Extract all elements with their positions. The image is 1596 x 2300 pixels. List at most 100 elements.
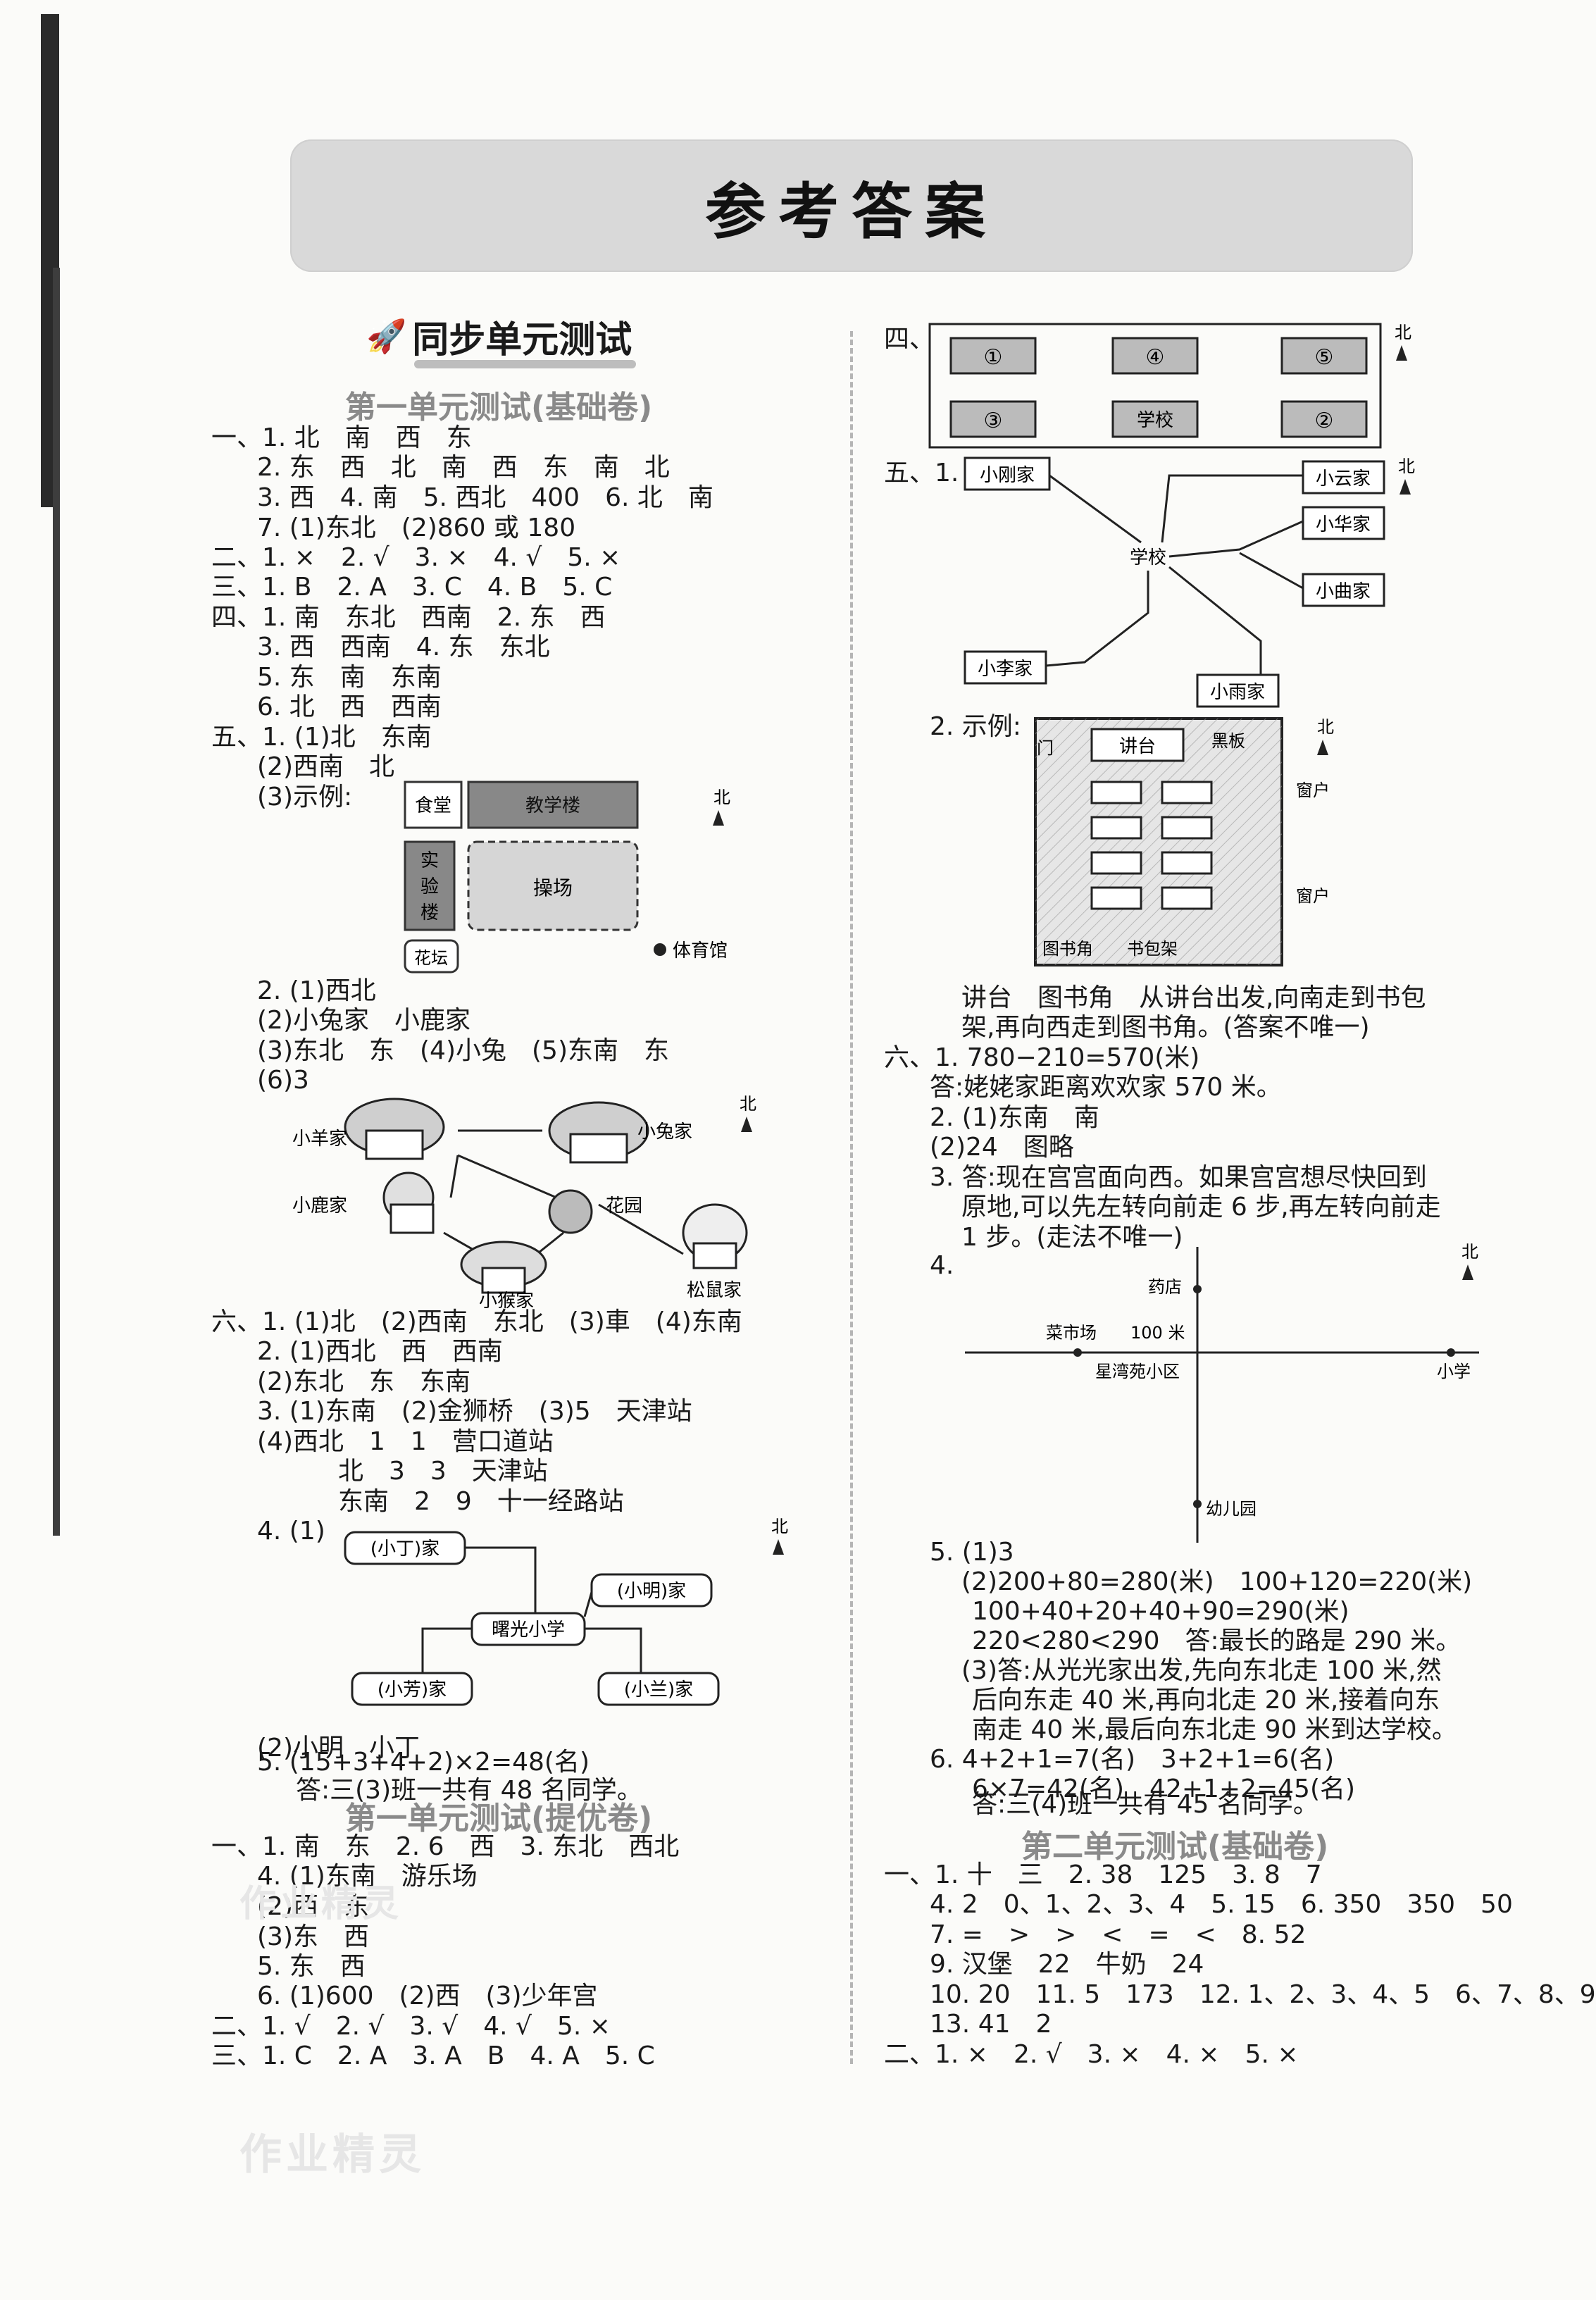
- north-label: 北: [740, 1094, 756, 1114]
- podium-label: 讲台: [1119, 736, 1156, 757]
- goat-home-label: 小羊家: [292, 1129, 347, 1150]
- cell-4: ④: [1146, 345, 1165, 370]
- answer-line: 原地,可以先左转向前走 6 步,再左转向前走: [961, 1193, 1441, 1222]
- answer-line: 讲台 图书角 从讲台出发,向南走到书包: [961, 983, 1426, 1012]
- lan-home-label: (小兰)家: [624, 1679, 693, 1701]
- pharmacy-label: 药店: [1148, 1277, 1182, 1297]
- answer-line: 4. (1)东南 游乐场: [257, 1862, 478, 1891]
- answer-line: (2)西南 北: [257, 752, 394, 781]
- window-label-1: 窗户: [1296, 781, 1330, 800]
- answer-line: 一、1. 北 南 西 东: [211, 423, 472, 452]
- north-arrow-icon: [713, 810, 724, 826]
- xiaohua-home-label: 小华家: [1316, 514, 1371, 535]
- school-label: 曙光小学: [492, 1620, 565, 1641]
- xiaogang-home-label: 小刚家: [980, 465, 1035, 486]
- squirrel-home-label: 松鼠家: [687, 1280, 742, 1301]
- houses-map: 小羊家 小兔家 小鹿家 花园 小猴家 松鼠家 北: [292, 1094, 756, 1312]
- answer-line: 答:三(4)班一共有 45 名同学。: [972, 1790, 1318, 1819]
- north-arrow-icon: [1396, 345, 1407, 361]
- answer-line: 一、1. 十 三 2. 38 125 3. 8 7: [884, 1860, 1322, 1889]
- answer-line: 5. 东 南 东南: [257, 663, 442, 692]
- lab-label-3: 楼: [420, 902, 439, 924]
- answer-line: 六、1. 780−210=570(米): [884, 1043, 1200, 1072]
- cell-school: 学校: [1137, 410, 1173, 431]
- north-arrow-icon: [1317, 740, 1328, 755]
- cell-1: ①: [984, 345, 1003, 370]
- answer-line: (2)东北 东 东南: [257, 1367, 470, 1396]
- answer-line: 1 步。(走法不唯一): [961, 1223, 1183, 1252]
- ming-home-label: (小明)家: [617, 1581, 686, 1602]
- answer-line: 5. (1)3: [930, 1538, 1014, 1567]
- subtitle-unit1-advanced: 第一单元测试(提优卷): [345, 1801, 653, 1836]
- lab-label-1: 实: [420, 850, 439, 871]
- answer-line: (2)西 东: [257, 1892, 369, 1921]
- bag-shelf-label: 书包架: [1127, 939, 1178, 959]
- classroom-map: 门 讲台 黑板 窗户 窗户 图书角 书包架 北: [1034, 717, 1334, 966]
- answer-line: 2. 示例:: [930, 712, 1021, 741]
- answer-line: 4. 2 0、1、2、3、4 5. 15 6. 350 350 50: [930, 1890, 1513, 1919]
- answer-line: 3. 西 4. 南 5. 西北 400 6. 北 南: [257, 483, 713, 512]
- answer-line: 东南 2 9 十一经路站: [338, 1487, 624, 1516]
- answer-line: 5. (15+3+4+2)×2=48(名): [257, 1748, 590, 1777]
- answer-line: 三、1. B 2. A 3. C 4. B 5. C: [211, 573, 613, 602]
- answer-line: (3)示例:: [257, 783, 353, 812]
- rocket-icon: 🚀: [366, 317, 407, 355]
- xiaoli-home-label: 小李家: [978, 659, 1033, 680]
- subtitle-unit2-basic: 第二单元测试(基础卷): [1021, 1829, 1329, 1865]
- garden-label: 花园: [606, 1195, 642, 1217]
- fang-home-label: (小芳)家: [378, 1679, 447, 1701]
- scan-edge: [53, 268, 60, 1536]
- answer-line: 北 3 3 天津站: [338, 1457, 548, 1486]
- answer-line: 220<280<290 答:最长的路是 290 米。: [972, 1627, 1461, 1655]
- school-map: (小丁)家 (小明)家 曙光小学 (小芳)家 (小兰)家 北: [344, 1517, 788, 1706]
- answer-line: 3. 西 西南 4. 东 东北: [257, 633, 550, 661]
- scale-label: 100 米: [1130, 1323, 1185, 1343]
- north-label: 北: [1461, 1242, 1478, 1262]
- answer-line: 7. = > > < = < 8. 52: [930, 1920, 1307, 1949]
- answer-line: 四、: [884, 325, 935, 354]
- watermark: 作业精灵: [239, 2130, 425, 2180]
- playground-label: 操场: [533, 876, 573, 900]
- answer-line: 五、1. (1)北 东南: [211, 723, 432, 752]
- flowerbed-label: 花坛: [414, 948, 448, 968]
- answer-line: 6. 北 西 西南: [257, 692, 442, 721]
- answer-line: 6. (1)600 (2)西 (3)少年宫: [257, 1982, 598, 2010]
- page-banner: 参考答案: [290, 139, 1413, 272]
- answer-line: (3)答:从光光家出发,先向东北走 100 米,然: [961, 1656, 1442, 1685]
- axis-route-map: 药店 菜市场 100 米 星湾苑小区 小学 幼儿园 北: [965, 1242, 1479, 1543]
- answer-line: (2)24 图略: [930, 1133, 1074, 1162]
- column-divider: [850, 331, 853, 2064]
- answer-line: (2)小明 小丁: [257, 1734, 420, 1763]
- answer-line: 6×7=42(名) 42+1+2=45(名): [972, 1774, 1356, 1803]
- north-label: 北: [1395, 323, 1411, 342]
- north-arrow-icon: [741, 1117, 752, 1132]
- answer-line: (4)西北 1 1 营口道站: [257, 1427, 554, 1456]
- answer-line: 10. 20 11. 5 173 12. 1、2、3、4、5 6、7、8、9: [930, 1980, 1596, 2009]
- answer-line: 六、1. (1)北 (2)西南 东北 (3)車 (4)东南: [211, 1307, 742, 1336]
- watermark: 作业精灵: [239, 1883, 404, 1925]
- answer-line: 二、1. × 2. √ 3. × 4. × 5. ×: [884, 2040, 1299, 2069]
- north-label: 北: [1398, 456, 1415, 476]
- answer-line: 4. (1): [257, 1517, 325, 1546]
- teaching-building-label: 教学楼: [525, 795, 580, 816]
- cell-3: ③: [984, 409, 1003, 433]
- deer-home-label: 小鹿家: [292, 1195, 347, 1217]
- window-label-2: 窗户: [1296, 886, 1330, 906]
- north-label: 北: [1317, 717, 1334, 737]
- answer-line: 一、1. 南 东 2. 6 西 3. 东北 西北: [211, 1832, 680, 1861]
- page-title: 参考答案: [705, 176, 998, 247]
- monkey-home-label: 小猴家: [479, 1291, 534, 1312]
- rabbit-home-label: 小兔家: [637, 1121, 692, 1143]
- answer-line: 答:姥姥家距离欢欢家 570 米。: [930, 1073, 1282, 1102]
- answer-line: 100+40+20+40+90=290(米): [972, 1597, 1349, 1626]
- answer-line: 2. (1)西北: [257, 976, 376, 1005]
- answer-line: 五、1.: [884, 459, 959, 487]
- answer-line: 3. 答:现在宫宫面向西。如果宫宫想尽快回到: [930, 1163, 1427, 1192]
- campus-map: 食堂 教学楼 实 验 楼 操场 花坛 体育馆 北: [404, 781, 730, 974]
- answer-line: (2)200+80=280(米) 100+120=220(米): [961, 1567, 1473, 1596]
- answer-line: (2)小兔家 小鹿家: [257, 1006, 470, 1035]
- xiaoyu-home-label: 小雨家: [1210, 682, 1265, 703]
- answer-line: 3. (1)东南 (2)金狮桥 (3)5 天津站: [257, 1397, 692, 1426]
- answer-line: 二、1. × 2. √ 3. × 4. √ 5. ×: [211, 543, 621, 572]
- answer-line: 二、1. √ 2. √ 3. √ 4. √ 5. ×: [211, 2012, 611, 2041]
